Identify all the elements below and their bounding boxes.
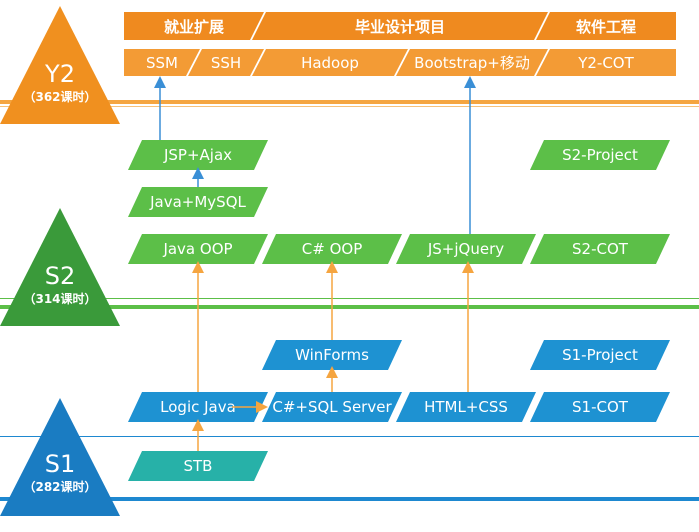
s2-level-line-thin [0,298,699,299]
y2-hours: （362课时） [23,90,97,104]
s1-level-line-thin [0,436,699,437]
header-graduation-project: 毕业设计项目 [252,12,548,40]
s1-level-triangle [0,398,120,516]
s2-level-line [0,305,699,309]
s2-item-java-oop: Java OOP [128,234,268,264]
s2-item-s2-cot: S2-COT [530,234,670,264]
y2-item-ssh: SSH [188,49,264,76]
header-software-engineering: 软件工程 [536,12,676,40]
y2-item-y2-cot: Y2-COT [536,49,676,76]
y2-item-hadoop: Hadoop [252,49,408,76]
s1-item-winforms: WinForms [262,340,402,370]
s2-level-label: S2 （314课时） [0,264,120,306]
s1-name: S1 [44,450,76,478]
y2-level-line-thin [0,106,699,107]
s1-level-label: S1 （282课时） [0,452,120,494]
y2-name: Y2 [45,60,75,88]
s1-item-s1-project: S1-Project [530,340,670,370]
y2-level-triangle [0,6,120,124]
y2-level-line [0,100,699,104]
s2-item-java-mysql: Java+MySQL [128,187,268,217]
y2-level-label: Y2 （362课时） [0,62,120,104]
s2-item-s2-project: S2-Project [530,140,670,170]
s2-level-triangle [0,208,120,326]
y2-item-bootstrap-mobile: Bootstrap+移动 [396,49,548,76]
s1-item-logic-java: Logic Java [128,392,268,422]
s1-item-s1-cot: S1-COT [530,392,670,422]
s1-item-html-css: HTML+CSS [396,392,536,422]
y2-item-ssm: SSM [124,49,200,76]
s2-item-csharp-oop: C# OOP [262,234,402,264]
s2-hours: （314课时） [23,292,97,306]
s1-level-line [0,497,699,501]
header-employment: 就业扩展 [124,12,264,40]
s2-name: S2 [44,262,76,290]
s2-item-js-jquery: JS+jQuery [396,234,536,264]
s1-item-stb: STB [128,451,268,481]
s1-item-csharp-sql-server: C#+SQL Server [262,392,402,422]
s1-hours: （282课时） [23,480,97,494]
s2-item-jsp-ajax: JSP+Ajax [128,140,268,170]
